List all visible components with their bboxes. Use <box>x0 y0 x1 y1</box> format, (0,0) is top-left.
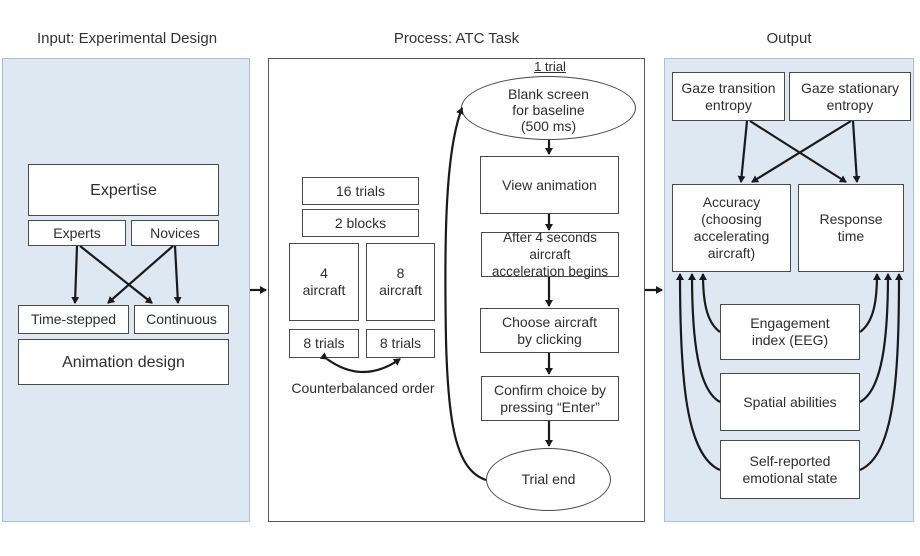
step-choose-aircraft: Choose aircraft by clicking <box>480 308 619 353</box>
step-acceleration: After 4 seconds aircraft acceleration be… <box>481 230 619 279</box>
output-section-title: Output <box>766 30 812 47</box>
counterbalanced-label: Counterbalanced order <box>291 380 435 396</box>
accuracy-box: Accuracy (choosing accelerating aircraft… <box>672 184 791 272</box>
aircraft-4-box: 4 aircraft <box>289 243 359 321</box>
experts-box: Experts <box>28 220 126 246</box>
gaze-transition-box: Gaze transition entropy <box>672 72 785 121</box>
spatial-abilities-box: Spatial abilities <box>720 373 860 431</box>
aircraft-8-box: 8 aircraft <box>366 243 435 321</box>
trials-total-box: 16 trials <box>302 177 419 205</box>
expertise-box: Expertise <box>28 164 219 216</box>
step-trial-end: Trial end <box>486 448 611 511</box>
one-trial-label: 1 trial <box>534 59 566 74</box>
animation-design-box: Animation design <box>18 339 229 385</box>
trials-8-box: 8 trials <box>366 329 435 358</box>
trials-4-box: 8 trials <box>289 329 359 358</box>
step-blank-screen: Blank screen for baseline (500 ms) <box>461 76 636 140</box>
response-time-box: Response time <box>798 184 904 272</box>
input-section-title: Input: Experimental Design <box>36 30 218 47</box>
continuous-box: Continuous <box>134 305 229 334</box>
blocks-box: 2 blocks <box>302 209 419 237</box>
process-section-title: Process: ATC Task <box>393 30 520 47</box>
time-stepped-box: Time-stepped <box>18 305 129 334</box>
step-view-animation: View animation <box>480 156 619 214</box>
step-confirm-choice: Confirm choice by pressing “Enter” <box>481 376 619 421</box>
novices-box: Novices <box>131 220 219 246</box>
input-panel <box>2 58 250 522</box>
emotional-state-box: Self-reported emotional state <box>720 440 860 499</box>
gaze-stationary-box: Gaze stationary entropy <box>789 72 911 121</box>
engagement-box: Engagement index (EEG) <box>720 304 860 360</box>
